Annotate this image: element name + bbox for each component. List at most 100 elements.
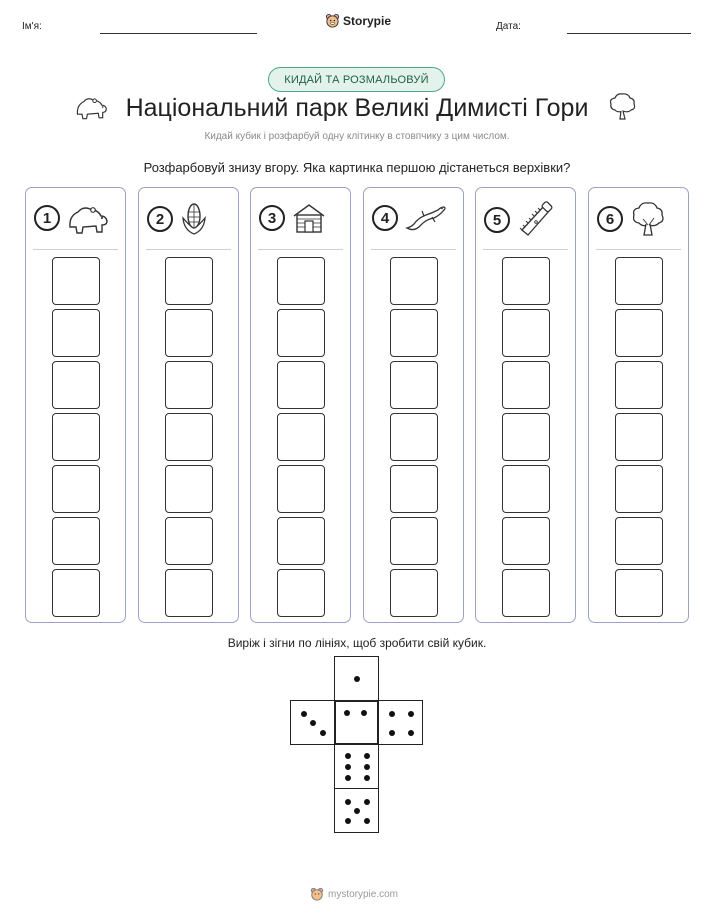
date-label: Дата: bbox=[496, 21, 521, 32]
column-divider bbox=[33, 249, 118, 250]
brand-name: Storypie bbox=[343, 13, 392, 28]
color-cell[interactable] bbox=[52, 257, 100, 305]
activity-badge: КИДАЙ ТА РОЗМАЛЬОВУЙ bbox=[268, 67, 445, 92]
color-cell[interactable] bbox=[277, 465, 325, 513]
color-cell[interactable] bbox=[502, 569, 550, 617]
column-divider bbox=[258, 249, 343, 250]
date-line bbox=[567, 33, 691, 34]
coloring-instruction: Розфарбовуй знизу вгору. Яка картинка пе… bbox=[143, 160, 571, 175]
die-face-center bbox=[334, 700, 379, 745]
column-3: 3 bbox=[250, 187, 351, 623]
cut-instruction: Виріж і зігни по лініях, щоб зробити сві… bbox=[227, 636, 487, 650]
die-pip bbox=[408, 711, 414, 717]
die-pip bbox=[364, 818, 370, 824]
color-cell[interactable] bbox=[165, 465, 213, 513]
color-cell[interactable] bbox=[165, 569, 213, 617]
color-cell[interactable] bbox=[502, 517, 550, 565]
salamander-icon bbox=[405, 206, 446, 231]
bear-mascot-icon bbox=[325, 13, 340, 28]
color-cell[interactable] bbox=[390, 257, 438, 305]
color-cell[interactable] bbox=[390, 569, 438, 617]
tree-icon bbox=[609, 93, 636, 120]
column-number: 1 bbox=[34, 205, 60, 231]
corn-icon bbox=[182, 203, 206, 235]
column-divider bbox=[596, 249, 681, 250]
color-cell[interactable] bbox=[52, 465, 100, 513]
die-pip bbox=[345, 775, 351, 781]
color-cell[interactable] bbox=[615, 361, 663, 409]
die-face-5 bbox=[334, 788, 379, 833]
color-cell[interactable] bbox=[390, 517, 438, 565]
die-face-1 bbox=[334, 656, 379, 701]
color-cell[interactable] bbox=[277, 257, 325, 305]
bear-mascot-icon bbox=[310, 887, 324, 901]
saw-icon bbox=[519, 201, 553, 236]
footer-url[interactable]: mystorypie.com bbox=[328, 888, 399, 900]
column-number: 4 bbox=[372, 205, 398, 231]
subtitle: Кидай кубик і розфарбуй одну клітинку в … bbox=[204, 131, 510, 142]
color-cell[interactable] bbox=[277, 413, 325, 461]
color-cell[interactable] bbox=[502, 361, 550, 409]
color-cell[interactable] bbox=[615, 517, 663, 565]
color-cell[interactable] bbox=[615, 569, 663, 617]
die-pip bbox=[354, 676, 360, 682]
die-pip bbox=[389, 730, 395, 736]
die-pip bbox=[408, 730, 414, 736]
die-pip bbox=[310, 720, 316, 726]
page-title: Національний парк Великі Димисті Гори bbox=[125, 94, 589, 122]
color-cell[interactable] bbox=[277, 309, 325, 357]
color-cell[interactable] bbox=[277, 569, 325, 617]
column-number: 3 bbox=[259, 205, 285, 231]
color-cell[interactable] bbox=[165, 413, 213, 461]
color-cell[interactable] bbox=[52, 517, 100, 565]
die-pip bbox=[345, 818, 351, 824]
die-pip bbox=[389, 711, 395, 717]
column-divider bbox=[371, 249, 456, 250]
die-pip bbox=[364, 775, 370, 781]
tree-icon bbox=[632, 202, 664, 236]
color-cell[interactable] bbox=[502, 309, 550, 357]
footer: mystorypie.com bbox=[310, 887, 398, 901]
die-pip bbox=[364, 799, 370, 805]
column-divider bbox=[483, 249, 568, 250]
column-2: 2 bbox=[138, 187, 239, 623]
die-pip bbox=[345, 753, 351, 759]
color-cell[interactable] bbox=[52, 413, 100, 461]
color-cell[interactable] bbox=[615, 413, 663, 461]
color-cell[interactable] bbox=[502, 413, 550, 461]
color-cell[interactable] bbox=[615, 465, 663, 513]
color-cell[interactable] bbox=[165, 257, 213, 305]
color-cell[interactable] bbox=[390, 361, 438, 409]
name-line bbox=[100, 33, 257, 34]
die-pip bbox=[345, 799, 351, 805]
color-cell[interactable] bbox=[52, 569, 100, 617]
color-cell[interactable] bbox=[165, 517, 213, 565]
color-cell[interactable] bbox=[502, 257, 550, 305]
color-cell[interactable] bbox=[277, 361, 325, 409]
bear-icon bbox=[76, 98, 107, 120]
die-face-6 bbox=[334, 744, 379, 789]
die-pip bbox=[344, 710, 350, 716]
color-cell[interactable] bbox=[52, 309, 100, 357]
die-pip bbox=[320, 730, 326, 736]
die-pip bbox=[345, 764, 351, 770]
column-1: 1 bbox=[25, 187, 126, 623]
color-cell[interactable] bbox=[390, 413, 438, 461]
color-cell[interactable] bbox=[52, 361, 100, 409]
column-6: 6 bbox=[588, 187, 689, 623]
color-cell[interactable] bbox=[165, 361, 213, 409]
color-cell[interactable] bbox=[615, 257, 663, 305]
color-cell[interactable] bbox=[277, 517, 325, 565]
bear-icon bbox=[69, 207, 108, 234]
log-cabin-icon bbox=[293, 204, 325, 233]
die-pip bbox=[361, 710, 367, 716]
color-cell[interactable] bbox=[615, 309, 663, 357]
column-number: 6 bbox=[597, 206, 623, 232]
die-face-2 bbox=[290, 700, 335, 745]
color-cell[interactable] bbox=[390, 465, 438, 513]
color-cell[interactable] bbox=[390, 309, 438, 357]
column-number: 5 bbox=[484, 207, 510, 233]
color-cell[interactable] bbox=[502, 465, 550, 513]
name-label: Ім'я: bbox=[22, 21, 42, 32]
color-cell[interactable] bbox=[165, 309, 213, 357]
